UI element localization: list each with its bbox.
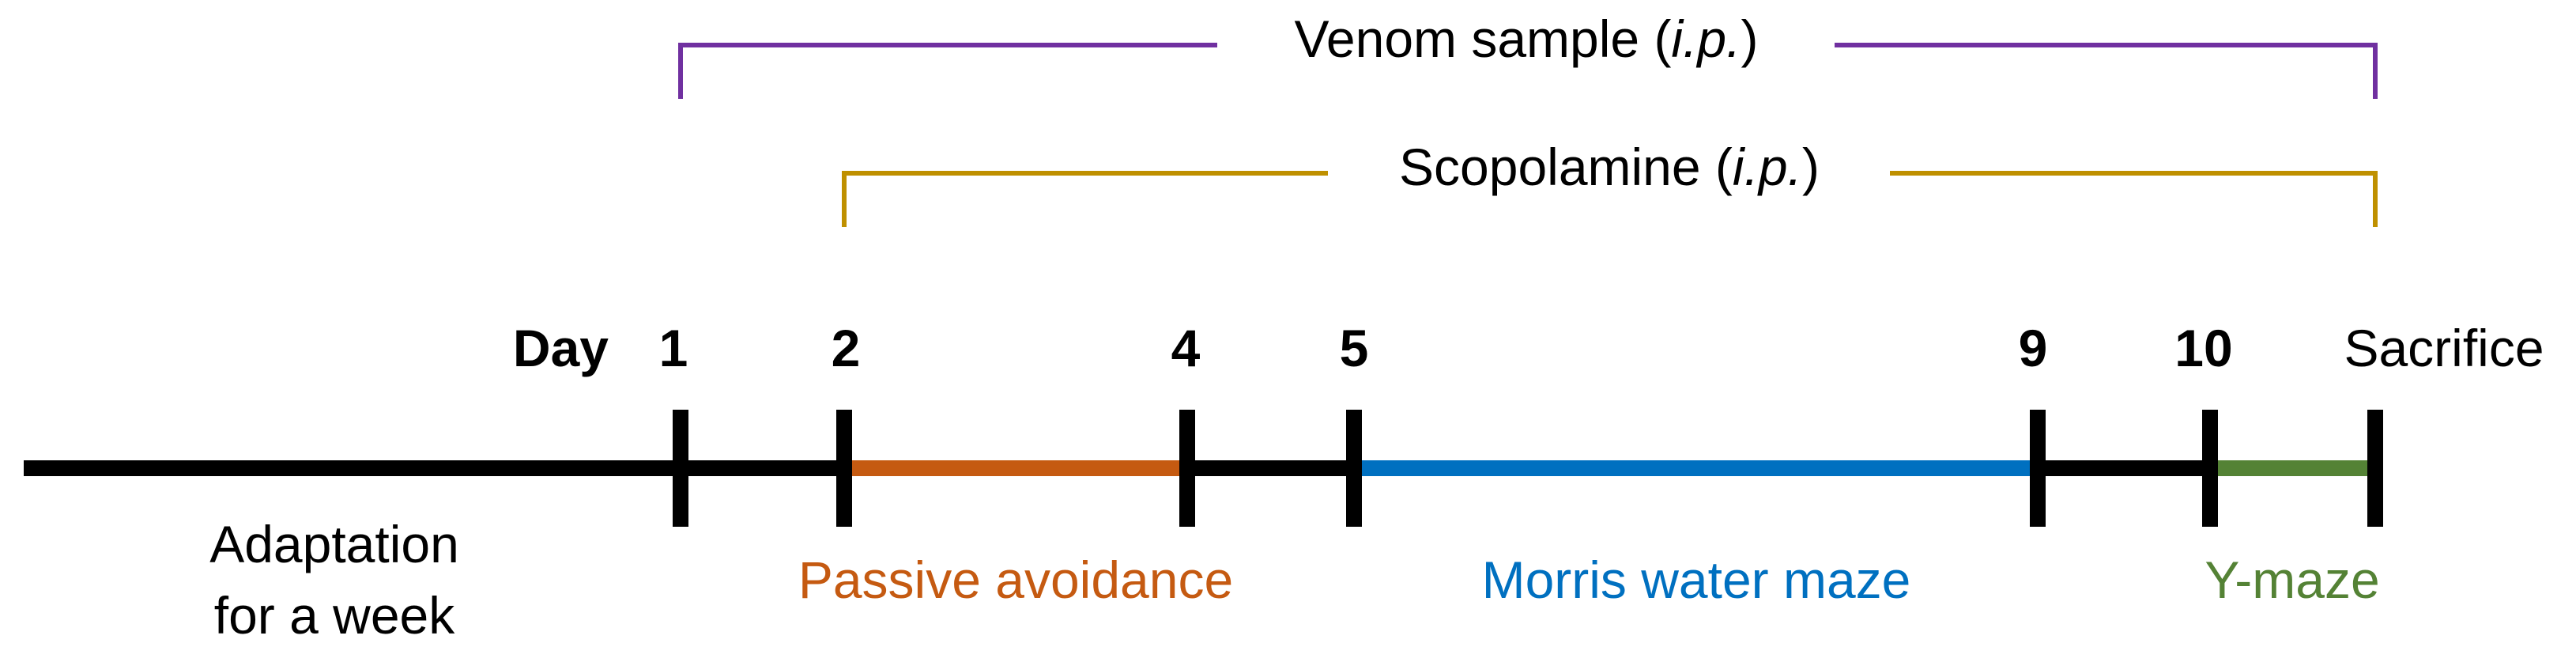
- adaptation-label: Adaptation: [209, 515, 459, 573]
- morris-water-maze-label: Morris water maze: [1482, 550, 1911, 609]
- venom-bracket-left-line: [678, 43, 1217, 99]
- scopolamine-label: Scopolamine (i.p.): [1399, 138, 1820, 196]
- venom-sample-label: Venom sample (i.p.): [1295, 9, 1759, 68]
- timeline-ticks: [673, 410, 2383, 527]
- scopolamine-bracket-right-line: [1890, 171, 2378, 227]
- scopolamine-bracket: Scopolamine (i.p.): [842, 138, 2378, 227]
- day-tick-label: 1: [659, 319, 688, 377]
- day-tick-label: 9: [2019, 319, 2048, 377]
- day-tick-label: 5: [1340, 319, 1369, 377]
- day-labels: Day 1 2 4 5 9 10 Sacrifice: [513, 319, 2544, 377]
- day-tick-label: 10: [2174, 319, 2232, 377]
- day-label: Day: [513, 319, 609, 377]
- day-tick-label: 4: [1171, 319, 1201, 377]
- adaptation-label-line2: for a week: [214, 586, 455, 645]
- passive-avoidance-label: Passive avoidance: [798, 550, 1233, 609]
- venom-bracket-right-line: [1835, 43, 2378, 99]
- scopolamine-bracket-left-line: [842, 171, 1328, 227]
- venom-sample-bracket: Venom sample (i.p.): [678, 9, 2378, 99]
- day-tick-label: 2: [832, 319, 861, 377]
- phase-labels: Adaptation for a week Passive avoidance …: [209, 515, 2379, 645]
- sacrifice-label: Sacrifice: [2344, 319, 2544, 377]
- y-maze-label: Y-maze: [2204, 550, 2379, 609]
